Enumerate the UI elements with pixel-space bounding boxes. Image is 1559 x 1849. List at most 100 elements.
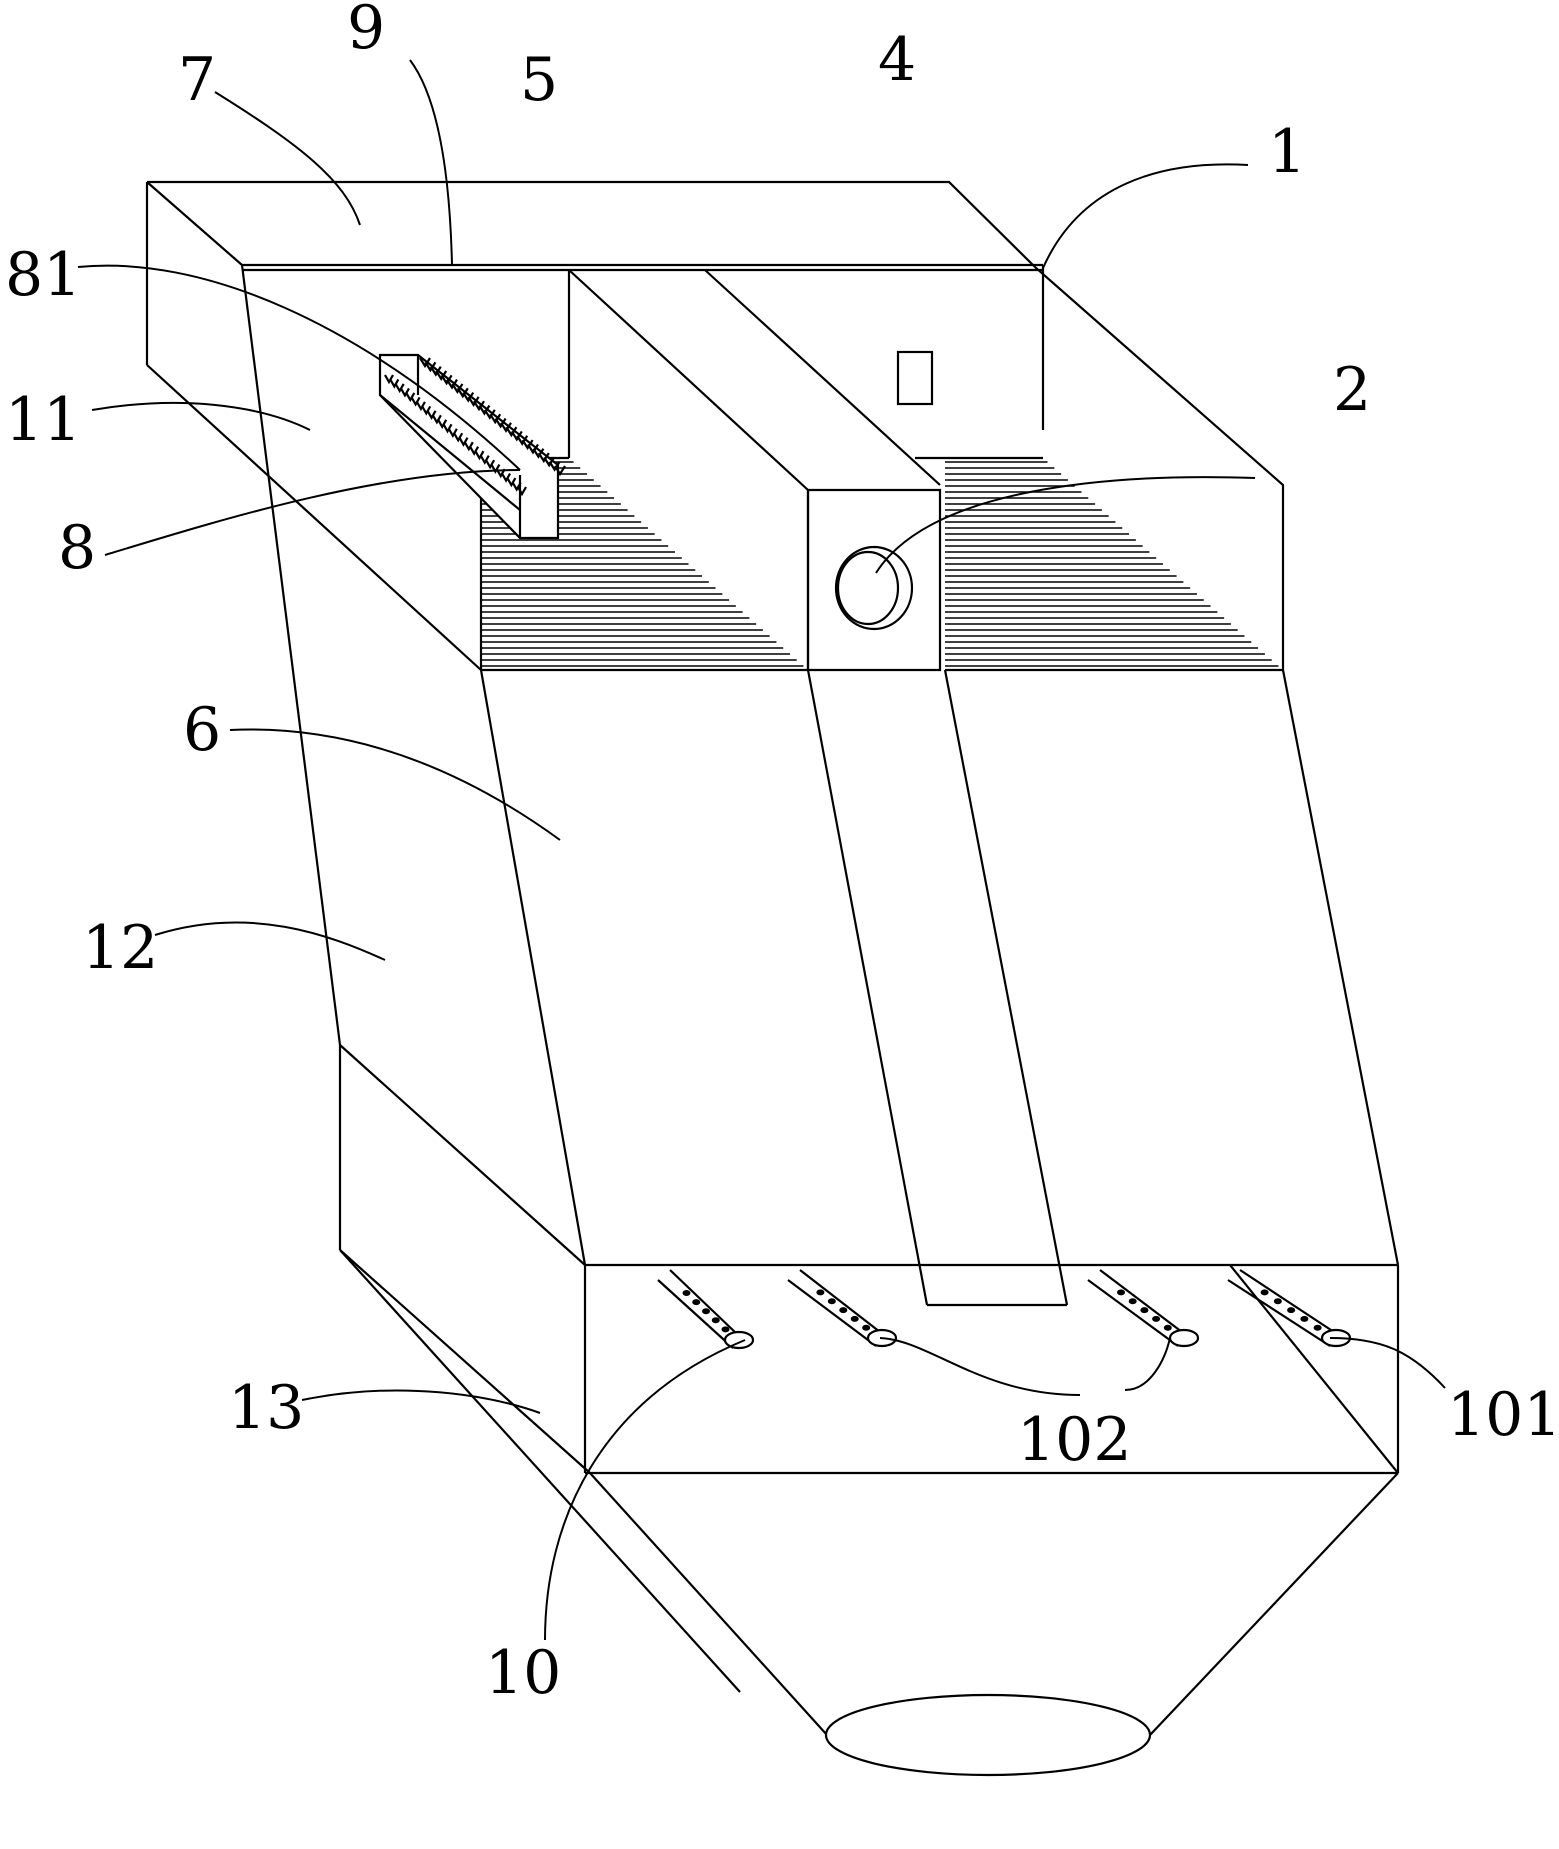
spray-pipes	[657, 1269, 1352, 1350]
label-13: 13	[228, 1373, 304, 1443]
spray-hole	[816, 1289, 825, 1296]
label-10: 10	[485, 1638, 561, 1708]
leader-101	[1329, 1337, 1446, 1389]
spray-hole	[711, 1317, 720, 1324]
label-2: 2	[1333, 355, 1371, 425]
rack-tooth	[405, 392, 416, 403]
label-11: 11	[5, 385, 81, 455]
central-duct	[806, 488, 1069, 1307]
rack-tooth	[426, 410, 437, 421]
leader-2	[875, 476, 1256, 574]
rack-tooth	[500, 422, 512, 433]
rack-tooth	[440, 374, 453, 386]
pipe-end	[1168, 1328, 1200, 1348]
main-body	[240, 264, 1400, 1266]
label-101: 101	[1447, 1380, 1559, 1450]
spray-hole	[1260, 1289, 1269, 1296]
rack-tooth	[510, 430, 523, 442]
label-7: 7	[178, 45, 216, 115]
rack-tooth	[505, 426, 518, 438]
rack-tooth	[446, 379, 458, 390]
pipe-edge	[1099, 1269, 1183, 1333]
label-102: 102	[1017, 1405, 1132, 1475]
spray-hole	[1287, 1307, 1296, 1314]
spray-hole	[1152, 1315, 1161, 1322]
leader-10	[544, 1339, 746, 1641]
spray-hole	[682, 1290, 691, 1296]
filter-layer-hatch-right	[945, 461, 1279, 667]
leader-13	[301, 1389, 541, 1414]
rack-teeth	[384, 357, 566, 497]
pipe-edge	[787, 1279, 877, 1347]
pipe-edge	[657, 1279, 734, 1349]
pipe-end	[723, 1330, 755, 1350]
part-labels: 7 9 5 4 1 2 81 11 8 6 12 13 10 102 101	[5, 0, 1559, 1708]
leader-9	[409, 59, 453, 266]
rack-tooth	[421, 405, 432, 416]
leader-102a	[1124, 1337, 1171, 1391]
label-5: 5	[520, 45, 558, 115]
rack-tooth	[415, 401, 426, 412]
rack-tooth	[442, 423, 453, 434]
rack-tooth	[516, 435, 529, 446]
spray-hole	[850, 1315, 859, 1322]
top-box	[145, 180, 1285, 671]
spray-hole	[862, 1324, 871, 1331]
rack-tooth	[456, 387, 469, 399]
leader-6	[229, 728, 561, 841]
spray-hole	[1273, 1298, 1282, 1305]
rack-tooth	[473, 400, 485, 412]
label-81: 81	[5, 240, 81, 310]
rack-tooth	[521, 439, 534, 451]
rack-tooth	[458, 437, 469, 447]
label-8: 8	[58, 513, 96, 583]
outlet-opening	[824, 1693, 1152, 1777]
rack-tooth	[495, 468, 506, 479]
pipe-edge	[669, 1269, 738, 1335]
hopper	[589, 1472, 1399, 1777]
pipe-edge	[1239, 1269, 1335, 1333]
inlet-pipe-inner	[836, 550, 900, 626]
rack-tooth	[469, 446, 480, 456]
rack-tooth	[437, 419, 448, 430]
leader-11	[91, 401, 311, 431]
rack-comb	[378, 353, 566, 540]
leader-1	[1042, 163, 1249, 269]
rack-tooth	[489, 413, 502, 425]
spray-hole	[1117, 1289, 1125, 1296]
rack-tooth	[532, 448, 545, 459]
pipe-edge	[1087, 1279, 1179, 1347]
rack-tooth	[548, 461, 561, 472]
label-1: 1	[1268, 117, 1306, 187]
rack-tooth	[394, 383, 405, 394]
leader-102b	[879, 1337, 1081, 1396]
rack-tooth	[543, 456, 556, 468]
rack-tooth	[453, 432, 464, 443]
pipe-edge	[799, 1269, 881, 1333]
leader-lines	[77, 59, 1446, 1641]
label-12: 12	[82, 913, 158, 983]
leader-81	[77, 264, 521, 471]
rack-tooth	[474, 450, 485, 461]
rack-tooth	[467, 396, 480, 407]
spray-hole	[1313, 1324, 1322, 1331]
spray-hole	[839, 1307, 848, 1314]
rack-tooth	[517, 486, 527, 497]
rack-tooth	[494, 417, 507, 429]
leader-12	[154, 921, 386, 961]
spray-hole	[827, 1298, 836, 1305]
rack-tooth	[501, 473, 511, 483]
rack-tooth	[479, 455, 490, 465]
spray-hole	[1140, 1307, 1149, 1314]
spray-hole	[721, 1326, 730, 1333]
inspection-window	[896, 350, 934, 406]
rack-tooth	[400, 387, 410, 398]
pipe-edge	[1227, 1279, 1331, 1347]
rack-tooth	[554, 465, 566, 477]
label-4: 4	[878, 25, 916, 95]
rack-tooth	[537, 452, 550, 464]
rack-tooth	[419, 357, 431, 369]
rack-tooth	[384, 374, 394, 385]
